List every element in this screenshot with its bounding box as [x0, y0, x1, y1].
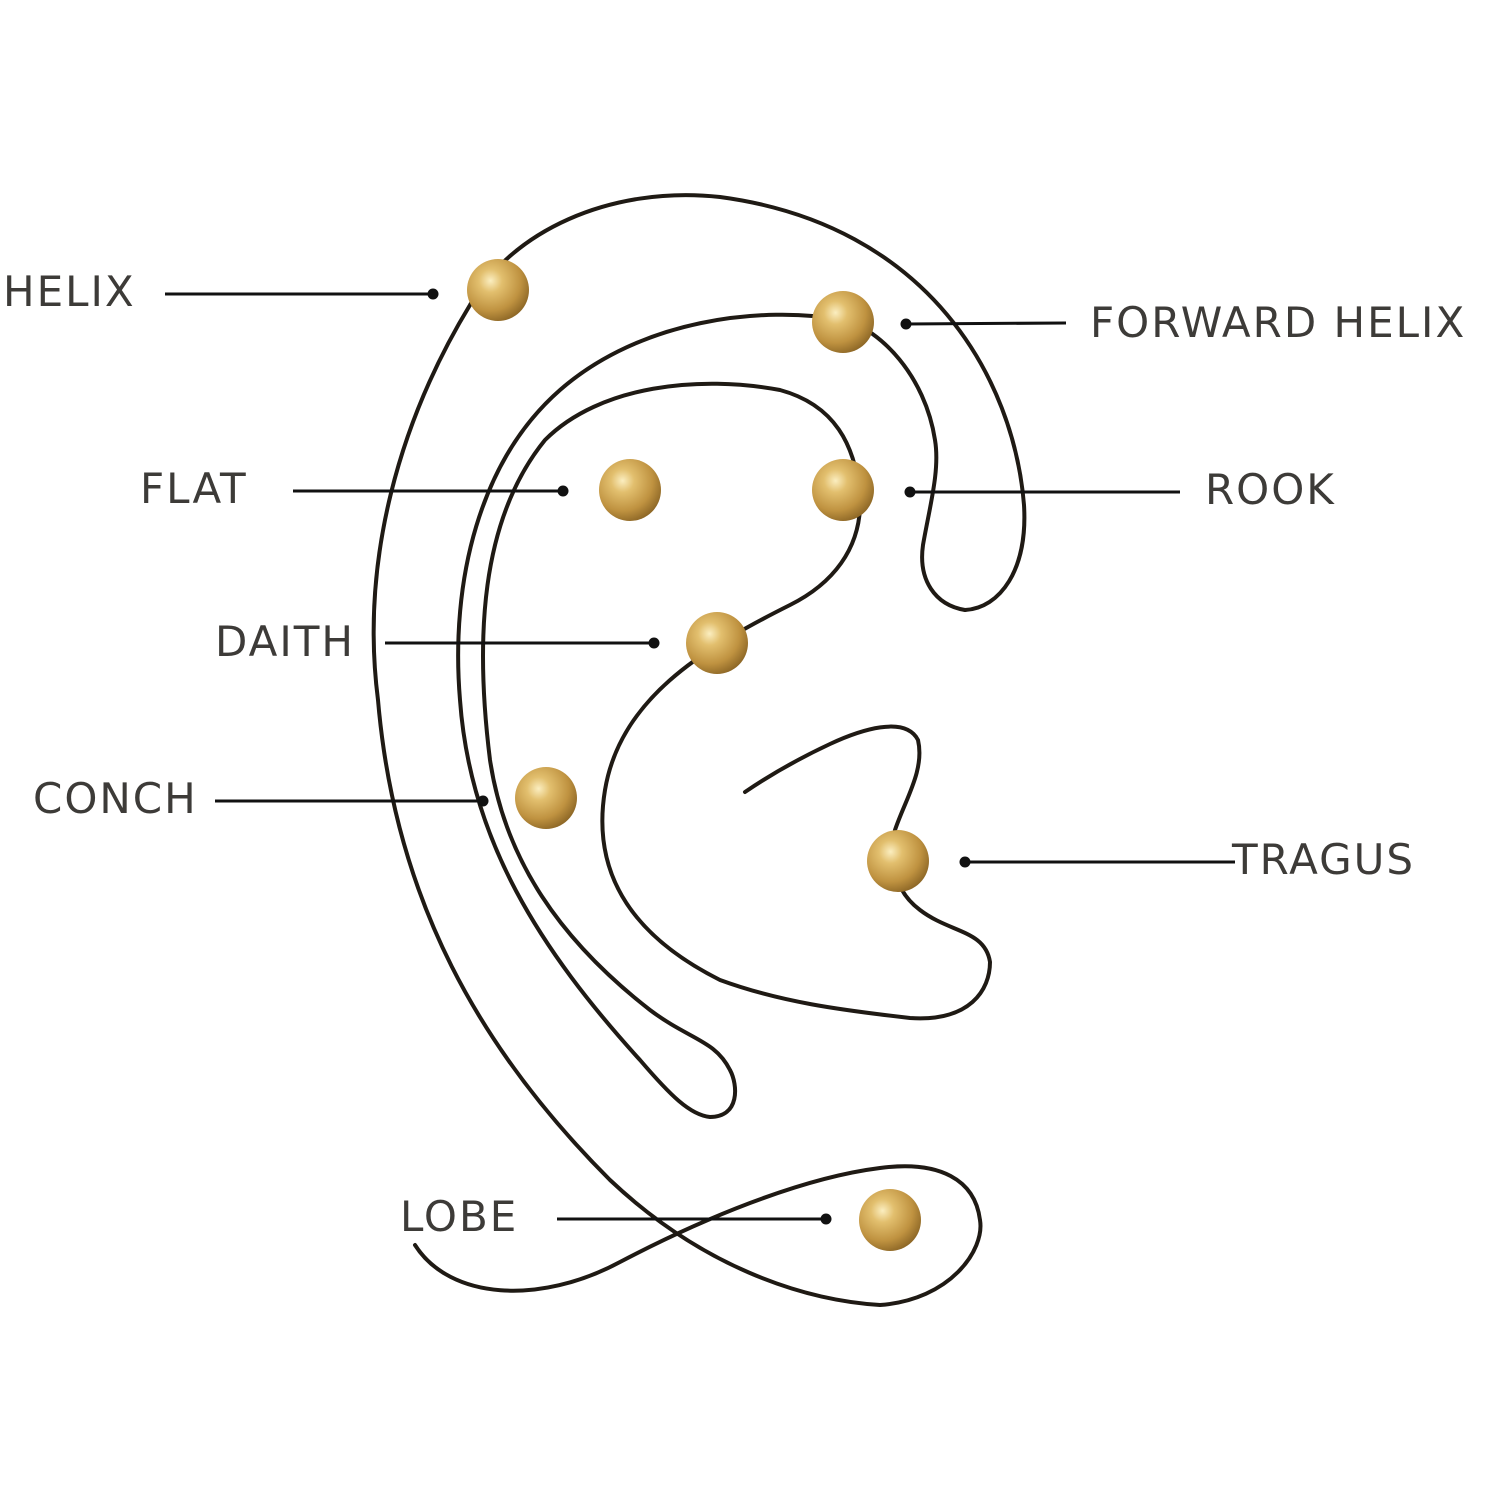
- leader-flat-dot: [557, 485, 569, 497]
- ear-outline: [371, 193, 1027, 1307]
- leader-lines: [165, 288, 1235, 1225]
- leader-lobe-dot: [820, 1213, 832, 1225]
- label-conch: CONCH: [33, 774, 198, 823]
- label-helix: HELIX: [3, 267, 136, 316]
- label-daith: DAITH: [215, 617, 355, 666]
- label-forward-helix: FORWARD HELIX: [1090, 298, 1466, 347]
- labels: HELIX FORWARD HELIX FLAT ROOK DAITH CONC…: [3, 267, 1466, 1241]
- lobe-stud[interactable]: [859, 1189, 921, 1251]
- label-flat: FLAT: [140, 464, 248, 513]
- helix-stud[interactable]: [467, 259, 529, 321]
- leader-conch-dot: [477, 795, 489, 807]
- antihelix-line: [456, 312, 992, 1119]
- conch-stud[interactable]: [515, 767, 577, 829]
- leader-rook-dot: [904, 486, 916, 498]
- leader-daith-dot: [648, 637, 660, 649]
- label-lobe: LOBE: [400, 1192, 518, 1241]
- forward-helix-stud[interactable]: [812, 291, 874, 353]
- leader-forward-helix-dot: [900, 318, 912, 330]
- daith-stud[interactable]: [686, 612, 748, 674]
- tragus-stud[interactable]: [867, 830, 929, 892]
- outer-helix-line: [371, 193, 1027, 1307]
- leader-helix-dot: [427, 288, 439, 300]
- flat-stud[interactable]: [599, 459, 661, 521]
- gold-studs: [467, 259, 929, 1251]
- label-rook: ROOK: [1205, 465, 1336, 514]
- leader-forward-helix: [905, 321, 1067, 326]
- rook-stud[interactable]: [812, 459, 874, 521]
- leader-tragus-dot: [959, 856, 971, 868]
- label-tragus: TRAGUS: [1231, 835, 1415, 884]
